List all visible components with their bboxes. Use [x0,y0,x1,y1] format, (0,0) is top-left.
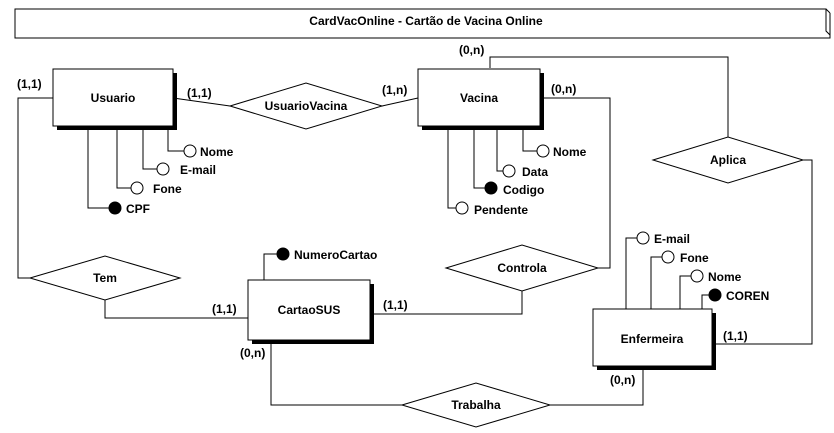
entity-cartaosus: CartaoSUS [247,279,374,344]
cardinality-cartao-tem: (1,1) [212,302,237,316]
relationship-aplica-label: Aplica [710,153,746,167]
relationship-controla-label: Controla [497,261,547,275]
svg-text:E-mail: E-mail [654,232,690,246]
attribute-usuario-nome: Nome [183,144,234,159]
relationship-trabalha: Trabalha [400,382,552,428]
cardinality-cartao-trabalha: (0,n) [240,346,265,360]
relationship-usuariovacina: UsuarioVacina [228,82,384,130]
attribute-enfermeira-coren: COREN [708,288,769,303]
svg-text:Nome: Nome [553,145,587,159]
relationship-controla: Controla [444,244,600,292]
cardinalities: (1,1) (1,1) (1,n) (0,n) (0,n) (1,1) (1,1… [17,43,748,387]
attribute-circle-icon [661,250,675,264]
attribute-vacina-pendente: Pendente [455,201,528,217]
svg-text:Data: Data [522,165,548,179]
attribute-circle-icon [156,162,170,176]
entity-cartaosus-label: CartaoSUS [278,303,341,317]
entity-enfermeira-label: Enfermeira [621,332,684,346]
relationship-aplica: Aplica [651,136,805,184]
entity-vacina-label: Vacina [460,91,498,105]
key-attribute-icon [276,247,290,261]
entity-enfermeira: Enfermeira [592,308,716,370]
svg-text:CPF: CPF [126,202,150,216]
connectors [17,56,813,406]
cardinality-vacina-usuariovacina: (1,n) [382,83,407,97]
attribute-usuario-fone: Fone [130,181,182,196]
svg-text:E-mail: E-mail [180,163,216,177]
cardinality-enfermeira-trabalha: (0,n) [610,373,635,387]
svg-text:COREN: COREN [726,289,769,303]
attribute-circle-icon [536,144,550,158]
relationship-trabalha-label: Trabalha [451,398,501,412]
entity-usuario: Usuario [52,68,177,130]
cardinality-usuario-tem: (1,1) [17,77,42,91]
relationship-tem: Tem [28,255,182,301]
attribute-circle-icon [130,181,144,195]
relationship-usuariovacina-label: UsuarioVacina [265,99,348,113]
attribute-circle-icon [183,144,197,158]
attribute-usuario-cpf: CPF [108,201,150,216]
attribute-circle-icon [636,231,650,245]
attribute-vacina-codigo: Codigo [484,181,544,197]
cardinality-vacina-controla: (0,n) [551,82,576,96]
attribute-vacina-data: Data [502,164,548,179]
attribute-circle-icon [690,269,704,283]
cardinality-enfermeira-aplica: (1,1) [723,329,748,343]
attribute-vacina-nome: Nome [536,144,587,159]
attribute-circle-icon [502,164,516,178]
title-box: CardVacOnline - Cartão de Vacina Online [14,8,831,39]
svg-text:Nome: Nome [200,145,234,159]
cardinality-usuario-usuariovacina: (1,1) [187,86,212,100]
attribute-usuario-email: E-mail [156,162,216,177]
cardinality-vacina-aplica: (0,n) [459,43,484,57]
relationship-tem-label: Tem [93,271,117,285]
entity-usuario-label: Usuario [91,91,136,105]
attribute-enfermeira-email: E-mail [636,231,690,246]
svg-text:Codigo: Codigo [503,183,544,197]
attribute-enfermeira-fone: Fone [661,250,709,265]
svg-text:Fone: Fone [680,251,709,265]
entity-vacina: Vacina [417,68,544,130]
key-attribute-icon [484,181,498,195]
svg-text:Nome: Nome [708,270,742,284]
attribute-enfermeira-nome: Nome [690,269,742,284]
svg-text:NumeroCartao: NumeroCartao [294,248,377,262]
cardinality-cartao-controla: (1,1) [383,298,408,312]
attribute-circle-icon [455,201,469,215]
svg-text:Pendente: Pendente [474,203,528,217]
key-attribute-icon [708,288,722,302]
diagram-title: CardVacOnline - Cartão de Vacina Online [309,14,543,28]
key-attribute-icon [108,201,122,215]
attribute-cartao-numero: NumeroCartao [276,247,377,262]
svg-text:Fone: Fone [153,182,182,196]
